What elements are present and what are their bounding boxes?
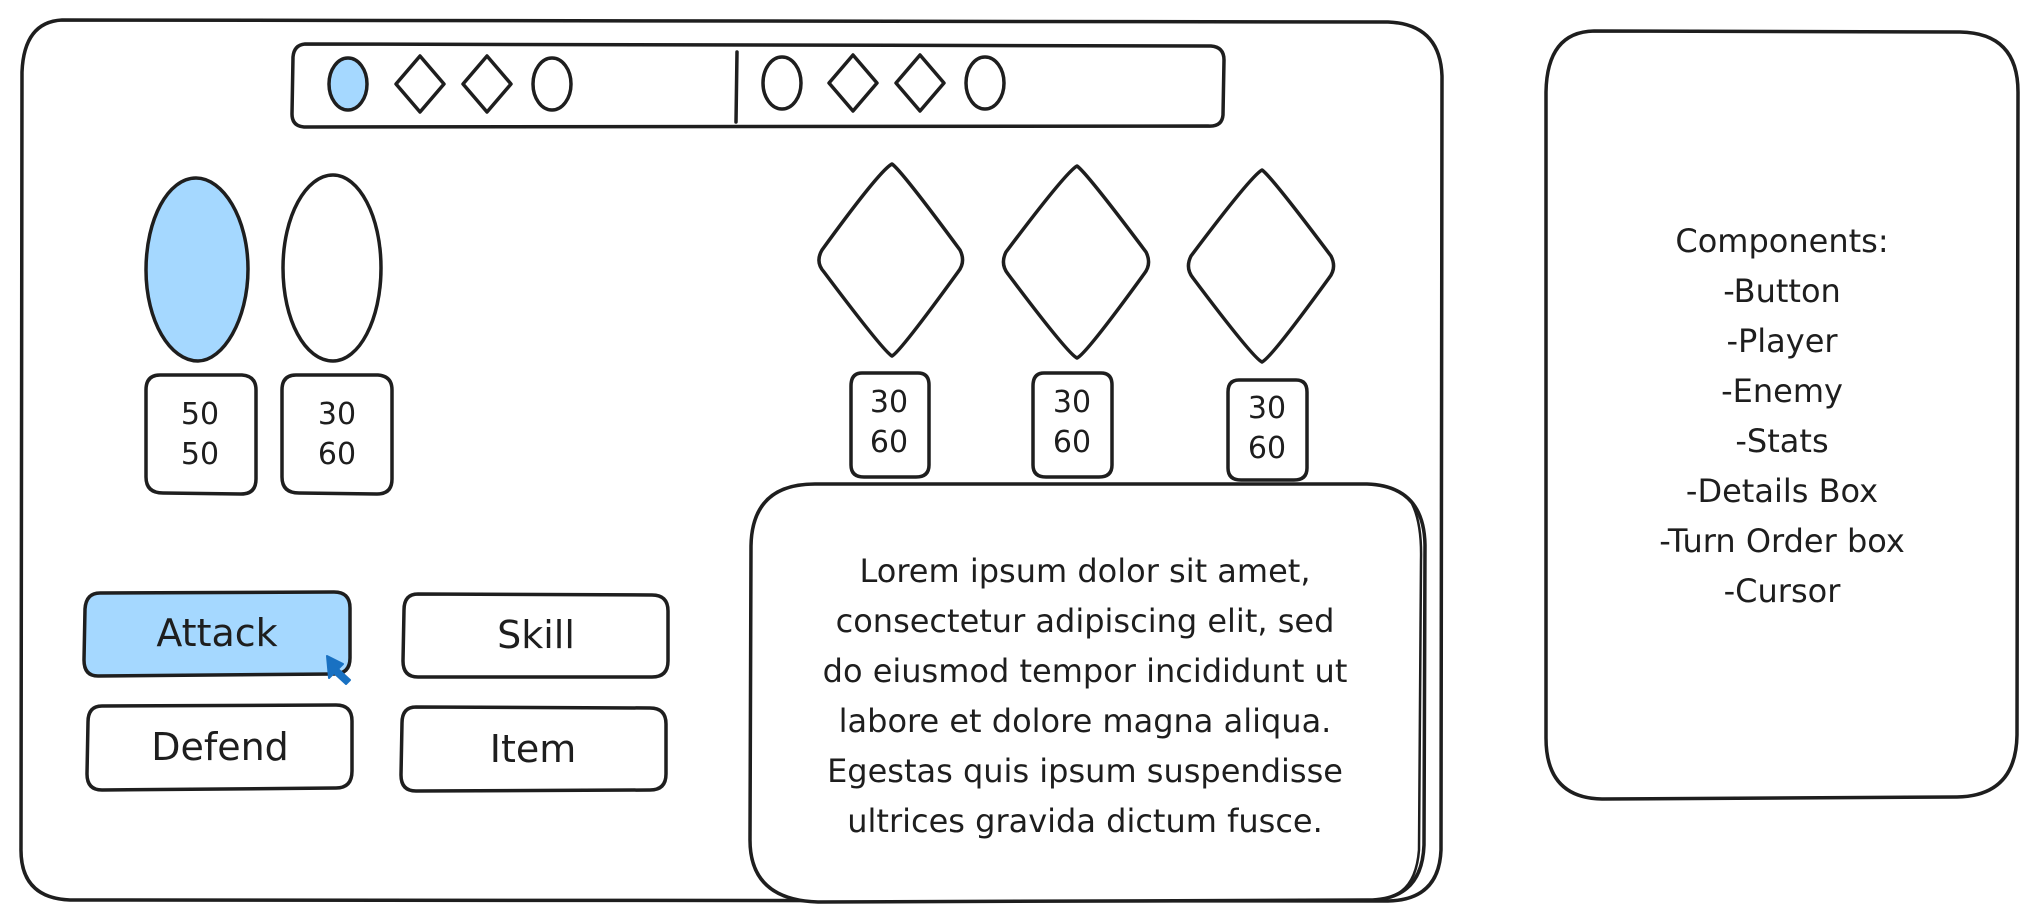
player-stats-frame-2 [280,373,394,496]
turn-order-divider [734,50,739,124]
turn-order-right-token-1-circle-icon [761,55,803,111]
game-screen-frame [19,18,1444,903]
components-list-item: -Player [1726,322,1838,360]
player-stats-top-2: 30 [318,397,356,432]
details-box-edge [1390,498,1423,898]
player-2[interactable] [281,173,383,363]
skill-button-frame[interactable] [401,592,670,679]
components-list-item: -Cursor [1724,572,1842,610]
components-list-item: -Details Box [1686,472,1878,510]
enemy-stats-frame-2 [1031,371,1114,479]
players-area: 50 50 30 60 [144,173,394,496]
player-stats-2: 30 60 [280,373,394,496]
enemies-area: 30 60 30 60 30 60 [817,162,1336,482]
enemy-stats-bottom-1: 60 [870,425,908,460]
turn-order-left-token-1-circle-icon [327,56,369,112]
details-text-line: Egestas quis ipsum suspendisse [827,752,1343,790]
enemy-3[interactable] [1186,168,1336,364]
components-list-item: -Button [1723,272,1841,310]
player-1[interactable] [144,176,250,363]
defend-button[interactable]: Defend [85,703,354,792]
attack-button[interactable]: Attack [82,590,352,678]
defend-button-label[interactable]: Defend [151,725,289,769]
details-text-line: Lorem ipsum dolor sit amet, [860,552,1311,590]
details-text-line: ultrices gravida dictum fusce. [847,802,1323,840]
details-box-frame [748,482,1427,904]
components-panel-frame [1544,29,2020,801]
item-button-frame[interactable] [399,705,668,793]
details-text-line: do eiusmod tempor incididunt ut [823,652,1348,690]
details-text: Lorem ipsum dolor sit amet, consectetur a… [823,552,1348,840]
turn-order-right-token-2-diamond-icon [827,53,879,113]
enemy-stats-1: 30 60 [849,371,931,479]
enemy-2[interactable] [1001,164,1151,360]
components-list-item: -Turn Order box [1659,522,1905,560]
action-menu: Attack Skill Defend Item [82,590,670,793]
enemy-stats-3: 30 60 [1226,378,1309,482]
enemy-stats-top-3: 30 [1248,391,1286,426]
enemy-1[interactable] [817,162,965,358]
skill-button[interactable]: Skill [401,592,670,679]
details-text-line: labore et dolore magna aliqua. [839,702,1332,740]
turn-order-frame [290,42,1226,129]
turn-order-box [290,42,1226,129]
attack-button-label[interactable]: Attack [156,611,277,655]
turn-order-left-token-4-circle-icon [531,56,573,112]
player-stats-1: 50 50 [144,373,258,496]
components-list-item: -Stats [1735,422,1828,460]
enemy-stats-frame-1 [849,371,931,479]
turn-order-right-token-3-diamond-icon [894,53,946,113]
enemy-stats-bottom-2: 60 [1053,425,1091,460]
skill-button-label[interactable]: Skill [497,613,575,657]
player-shape-2[interactable] [281,173,383,363]
player-stats-top-1: 50 [181,397,219,432]
enemy-stats-2: 30 60 [1031,371,1114,479]
player-stats-frame-1 [144,373,258,496]
components-list-item: -Enemy [1721,372,1843,410]
player-shape-1[interactable] [144,176,250,363]
details-box: Lorem ipsum dolor sit amet, consectetur a… [748,482,1427,904]
enemy-stats-frame-3 [1226,378,1309,482]
turn-order-right-token-4-circle-icon [964,55,1006,111]
turn-order-left-token-2-diamond-icon [394,54,446,114]
enemy-stats-top-1: 30 [870,385,908,420]
turn-order-left-token-3-diamond-icon [461,54,513,114]
components-heading: Components: [1675,222,1888,260]
cursor-icon [326,655,351,685]
enemy-stats-bottom-3: 60 [1248,431,1286,466]
defend-button-frame[interactable] [85,703,354,792]
player-stats-bottom-1: 50 [181,437,219,472]
player-stats-bottom-2: 60 [318,437,356,472]
enemy-shape-2[interactable] [1001,164,1151,360]
enemy-shape-1[interactable] [817,162,965,358]
enemy-stats-top-2: 30 [1053,385,1091,420]
components-panel: Components: -Button -Player -Enemy -Stats -De… [1544,29,2020,801]
enemy-shape-3[interactable] [1186,168,1336,364]
components-list: Components: -Button -Player -Enemy -Stats -De… [1659,222,1905,610]
item-button[interactable]: Item [399,705,668,793]
details-text-line: consectetur adipiscing elit, sed [836,602,1335,640]
item-button-label[interactable]: Item [490,727,577,771]
